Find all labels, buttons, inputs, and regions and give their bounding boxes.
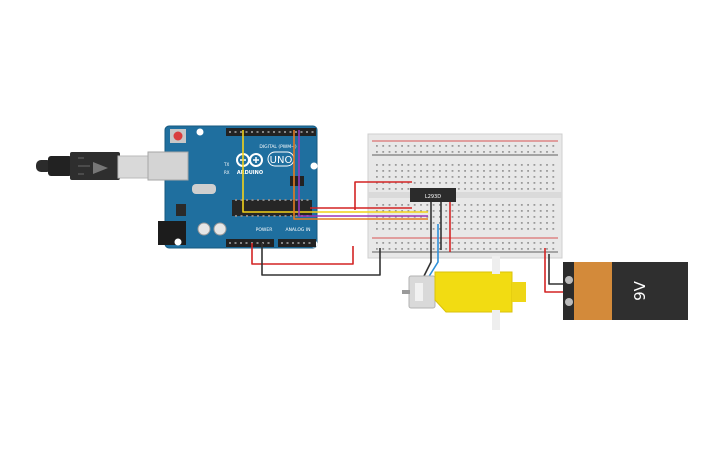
- wire-red-battery[interactable]: [544, 248, 563, 293]
- chip-label: L293D: [425, 194, 441, 200]
- dc-gear-motor[interactable]: [402, 256, 526, 330]
- analog-in-label: ANALOG IN: [285, 227, 310, 233]
- tx-label: TX: [223, 162, 229, 167]
- wire-red-5v[interactable]: [251, 243, 354, 265]
- wire-orange-signal[interactable]: [293, 130, 428, 220]
- wire-yellow-signal[interactable]: [242, 130, 428, 213]
- l293d-chip[interactable]: L293D: [410, 188, 456, 202]
- digital-pwm-label: DIGITAL (PWM~): [259, 144, 297, 150]
- wire-red-vcc[interactable]: [354, 181, 412, 210]
- arduino-uno-board[interactable]: UNO ARDUINO DIGITAL (PWM~) POWER ANALOG …: [147, 125, 318, 249]
- rx-label: RX: [224, 170, 230, 175]
- wire-blue-motor[interactable]: [427, 224, 439, 279]
- wire-black-motor[interactable]: [423, 202, 432, 277]
- usb-cable[interactable]: [36, 152, 153, 180]
- battery-label: 9V: [631, 280, 649, 301]
- wires: [242, 130, 563, 293]
- arduino-model-label: UNO: [270, 155, 293, 166]
- reset-button-cap[interactable]: [173, 131, 183, 141]
- wire-black-battery[interactable]: [548, 254, 563, 285]
- breadboard[interactable]: [367, 133, 563, 259]
- arduino-brand-label: ARDUINO: [237, 170, 263, 176]
- wire-black-gnd[interactable]: [261, 243, 381, 276]
- power-label: POWER: [256, 227, 273, 233]
- battery-9v[interactable]: 9V: [563, 262, 688, 320]
- wire-purple-signal[interactable]: [298, 130, 428, 217]
